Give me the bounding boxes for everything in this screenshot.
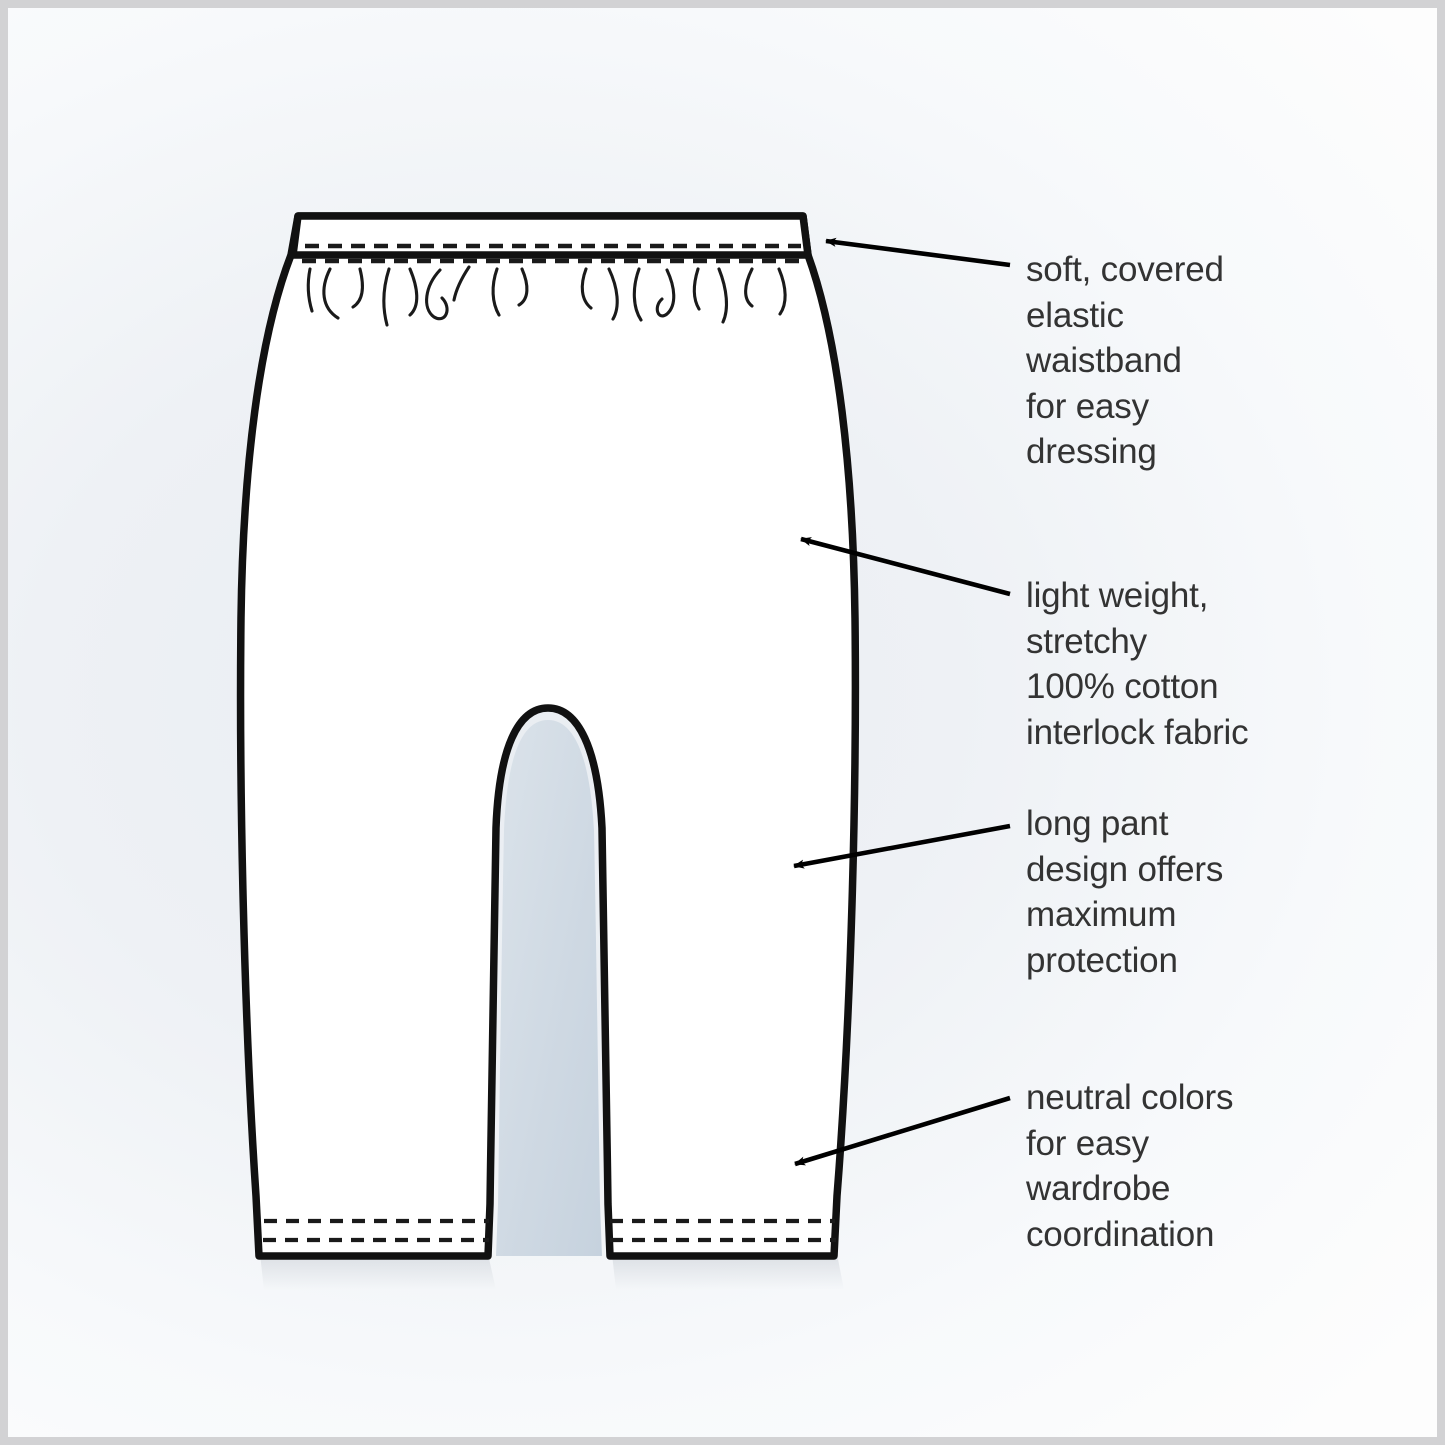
arrow-length (793, 823, 1011, 869)
arrow-color (794, 1095, 1011, 1167)
right-cuff-stitching (610, 1218, 836, 1243)
callout-length: long pant design offers maximum protecti… (1026, 804, 1224, 980)
garment-drop-shadow (260, 1254, 844, 1290)
callout-color: neutral colors for easy wardrobe coordin… (1026, 1078, 1234, 1254)
callout-waistband: soft, covered elastic waistband for easy… (1026, 250, 1224, 471)
inseam-negative-space (496, 720, 602, 1256)
callout-arrows (793, 237, 1011, 1167)
arrow-fabric (800, 536, 1011, 597)
callout-fabric: light weight, stretchy 100% cotton inter… (1026, 576, 1249, 752)
arrow-waistband (825, 237, 1011, 268)
elastic-gather-marks (306, 265, 787, 327)
callout-text-column: soft, covered elastic waistband for easy… (1026, 8, 1366, 1437)
left-cuff-stitching (263, 1218, 489, 1243)
pants-body (236, 212, 860, 1260)
pants-technical-sketch (236, 212, 1011, 1290)
waistband (289, 212, 812, 264)
